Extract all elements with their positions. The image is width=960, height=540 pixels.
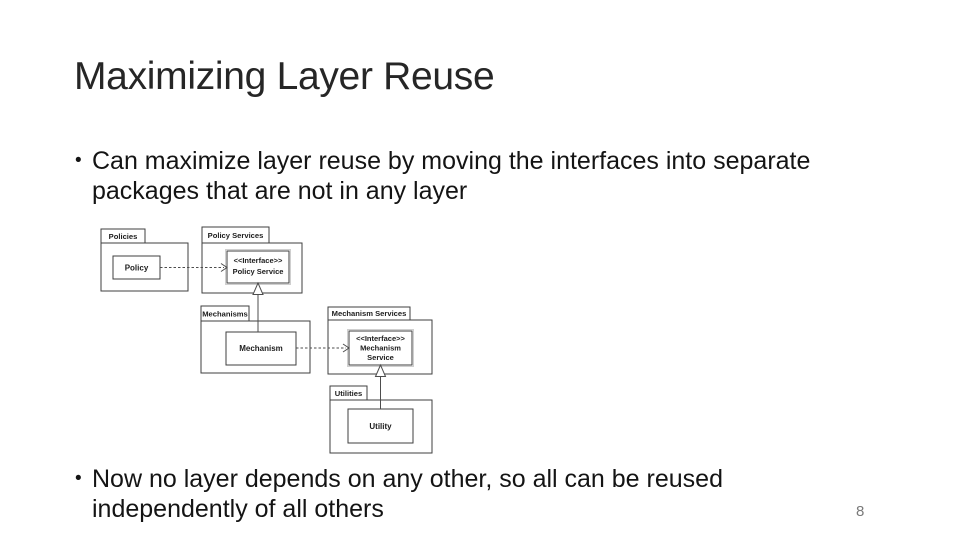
realization-mechanism-to-policy-service <box>252 281 264 332</box>
class-label-policy: Policy <box>125 263 149 272</box>
interface-label-policy-service: Policy Service <box>233 267 284 276</box>
package-policies: Policies Policy <box>100 228 189 292</box>
bullet-text-2: Now no layer depends on any other, so al… <box>92 465 723 523</box>
interface-label-service: Service <box>367 353 394 362</box>
package-policy-services: Policy Services <<Interface>> Policy Ser… <box>201 226 303 294</box>
interface-stereotype: <<Interface>> <box>234 256 283 265</box>
bullet-marker: • <box>75 150 82 171</box>
open-arrowhead-icon <box>220 263 228 272</box>
package-mechanism-services: Mechanism Services <<Interface>> Mechani… <box>327 306 433 375</box>
class-label-utility: Utility <box>369 422 392 431</box>
dependency-mechanism-to-mechanism-service <box>296 343 350 353</box>
hollow-triangle-icon <box>252 281 264 295</box>
package-mechanisms: Mechanisms Mechanism <box>200 305 311 374</box>
class-box-mechanism <box>225 331 297 366</box>
interface-stereotype: <<Interface>> <box>356 334 405 343</box>
dependency-policy-to-policy-service <box>160 263 228 272</box>
bullet-item-1: • Can maximize layer reuse by moving the… <box>75 146 867 206</box>
bullet-item-2: • Now no layer depends on any other, so … <box>75 464 867 524</box>
package-label-policy-services: Policy Services <box>208 231 264 240</box>
bullet-text-1: Can maximize layer reuse by moving the i… <box>92 147 811 205</box>
class-label-mechanism: Mechanism <box>239 344 283 353</box>
package-label-utilities: Utilities <box>335 389 362 398</box>
slide-title: Maximizing Layer Reuse <box>74 55 495 98</box>
interface-label-mechanism: Mechanism <box>360 344 401 353</box>
package-label-mechanism-services: Mechanism Services <box>332 309 407 318</box>
page-number: 8 <box>856 503 865 520</box>
realization-utility-to-mechanism-service <box>374 363 387 409</box>
package-label-mechanisms: Mechanisms <box>202 309 248 318</box>
hollow-triangle-icon <box>374 363 387 377</box>
bullet-marker: • <box>75 468 82 489</box>
class-box-utility <box>347 408 414 444</box>
uml-package-diagram: Policies Policy Policy Services <<Interf… <box>100 226 433 454</box>
open-arrowhead-icon <box>342 343 350 353</box>
package-label-policies: Policies <box>109 232 138 241</box>
